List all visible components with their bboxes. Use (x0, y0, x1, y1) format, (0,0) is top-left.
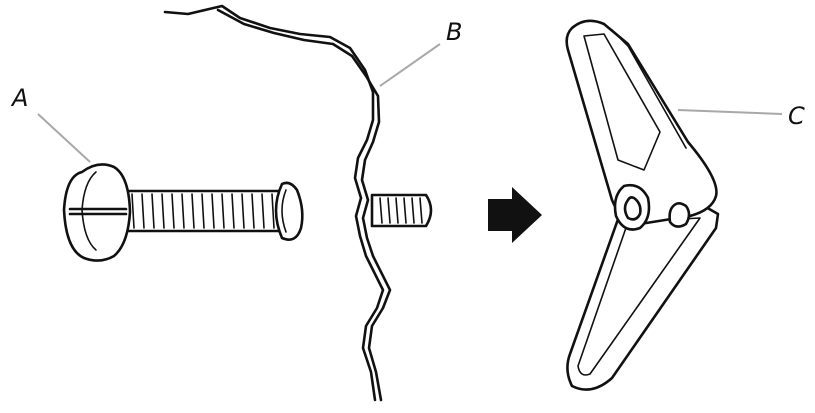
leader-line-c (677, 109, 783, 115)
bolt-icon (62, 163, 304, 262)
label-b: B (446, 18, 462, 46)
toggle-wing-icon (565, 19, 720, 391)
label-a: A (10, 84, 28, 112)
leader-line-b (379, 43, 441, 87)
wall-section (163, 4, 392, 402)
callout-a: A (10, 84, 91, 163)
right-arrow-icon (488, 187, 542, 243)
leader-line-a (37, 113, 91, 163)
callout-b: B (379, 18, 462, 87)
bolt-head (62, 163, 132, 262)
label-c: C (788, 102, 805, 130)
callout-c: C (677, 102, 805, 130)
bolt-tip (370, 193, 433, 228)
bolt-shank (122, 181, 304, 241)
